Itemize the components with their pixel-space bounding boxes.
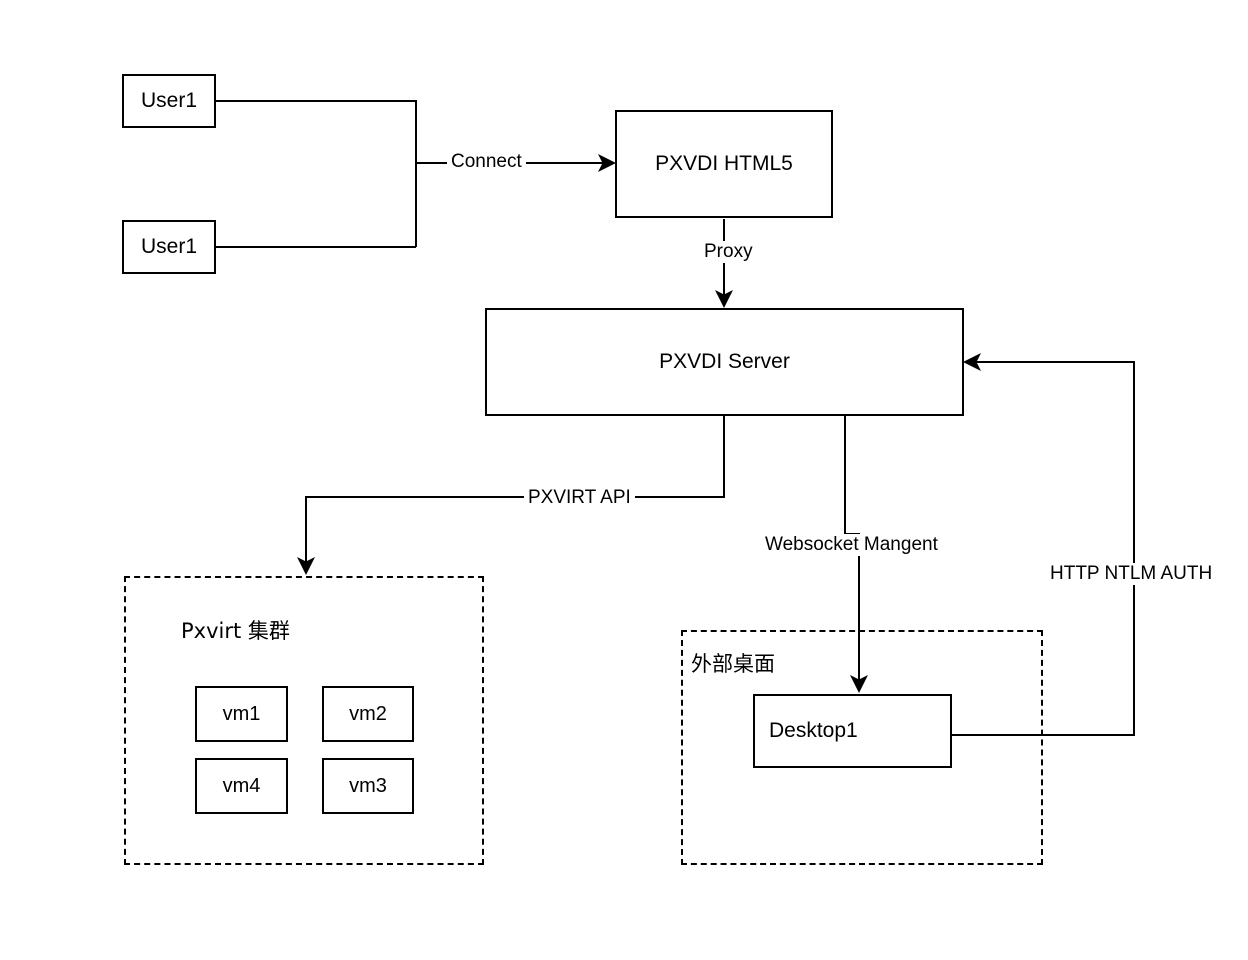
edge-http-ntlm-auth-to-server: [952, 353, 1135, 736]
node-vm2[interactable]: vm2: [322, 686, 414, 742]
edge-label-pxvirt-api-text: PXVIRT API: [528, 487, 631, 508]
edge-label-websocket-mangent: Websocket Mangent: [761, 534, 942, 556]
group-external-desktop-text: 外部桌面: [691, 652, 775, 676]
edge-label-websocket-mangent-text: Websocket Mangent: [765, 534, 938, 555]
edge-label-pxvirt-api: PXVIRT API: [524, 487, 635, 509]
edge-label-proxy: Proxy: [700, 241, 757, 263]
group-pxvirt-cluster: [124, 576, 484, 865]
node-vm2-label: vm2: [349, 703, 387, 725]
group-external-desktop: [681, 630, 1043, 865]
edge-label-proxy-text: Proxy: [704, 241, 753, 262]
node-vm1-label: vm1: [222, 703, 261, 725]
node-pxvdi-html5-label: PXVDI HTML5: [655, 152, 793, 176]
node-pxvdi-server-label: PXVDI Server: [659, 350, 790, 374]
node-pxvdi-html5[interactable]: PXVDI HTML5: [615, 110, 833, 218]
edge-label-connect-text: Connect: [451, 151, 522, 172]
node-vm4[interactable]: vm4: [195, 758, 288, 814]
node-user1-bottom[interactable]: User1: [122, 220, 216, 274]
group-external-desktop-label: 外部桌面: [691, 648, 775, 678]
node-vm1[interactable]: vm1: [195, 686, 288, 742]
node-vm3-label: vm3: [349, 775, 387, 797]
node-vm3[interactable]: vm3: [322, 758, 414, 814]
node-desktop1[interactable]: Desktop1: [753, 694, 952, 768]
edge-label-connect: Connect: [447, 151, 526, 173]
node-user1-top-label: User1: [140, 89, 198, 113]
group-pxvirt-cluster-text: Pxvirt 集群: [181, 619, 290, 643]
node-user1-top[interactable]: User1: [122, 74, 216, 128]
edge-label-http-ntlm-auth: HTTP NTLM AUTH: [1046, 563, 1217, 585]
edge-pxvirt-api-to-cluster: [297, 416, 725, 575]
node-vm4-label: vm4: [222, 775, 261, 797]
group-pxvirt-cluster-label: Pxvirt 集群: [181, 615, 290, 645]
node-user1-bottom-label: User1: [140, 235, 198, 259]
node-desktop1-label: Desktop1: [769, 719, 858, 743]
edge-label-http-ntlm-auth-text: HTTP NTLM AUTH: [1050, 563, 1213, 584]
edge-user1-top-to-junction: [216, 100, 417, 247]
node-pxvdi-server[interactable]: PXVDI Server: [485, 308, 964, 416]
